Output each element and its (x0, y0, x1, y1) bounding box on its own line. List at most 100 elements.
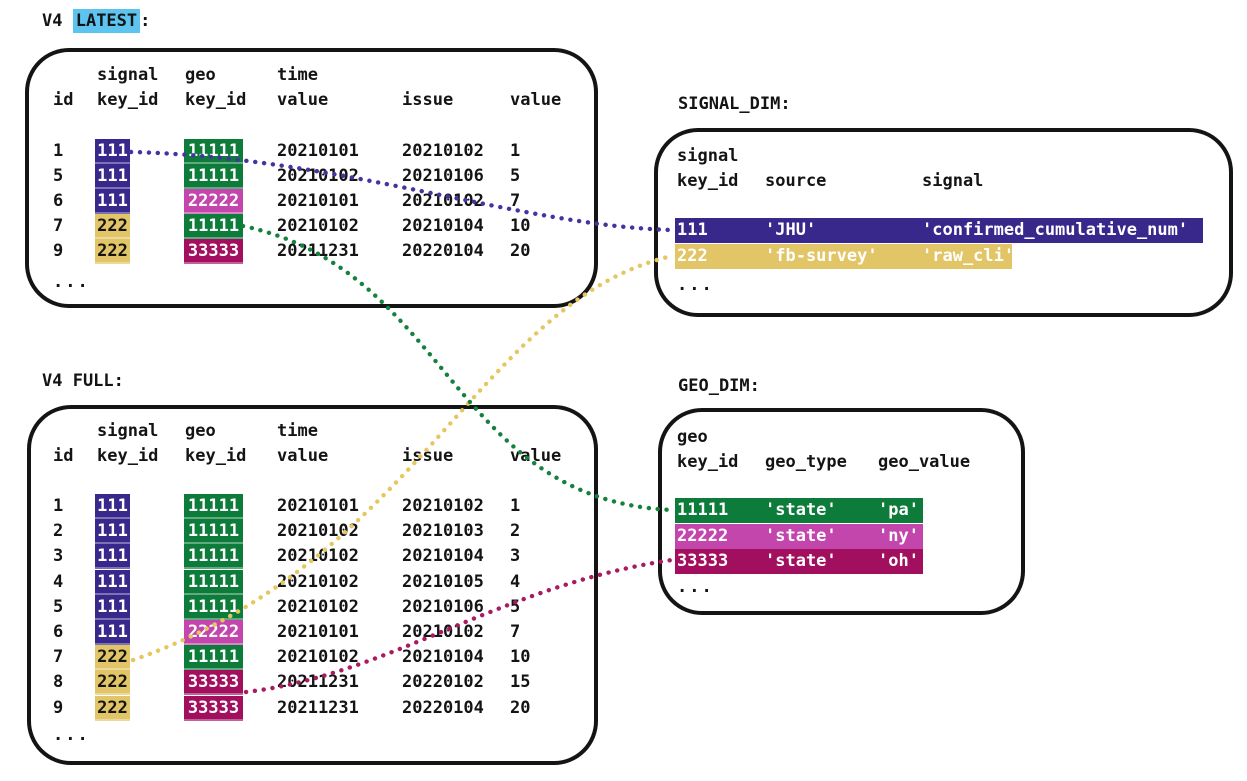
issue-cell: 20210104 (402, 216, 484, 236)
issue-cell: 20210102 (402, 141, 484, 161)
value-cell: 1 (510, 496, 521, 516)
value-cell: 7 (510, 622, 521, 642)
geo-dim-title: GEO_DIM: (678, 376, 760, 396)
geo-dim-row-11111: 11111 'state' 'pa' (675, 498, 923, 523)
issue-cell: 20210106 (402, 597, 484, 617)
geo-keyid-cell: 33333 (677, 551, 729, 571)
issue-cell: 20210102 (402, 496, 484, 516)
time-value-cell: 20210102 (277, 572, 359, 592)
signal-key-cell: 222 (95, 645, 130, 670)
issue-cell: 20220104 (402, 698, 484, 718)
issue-cell: 20210106 (402, 166, 484, 186)
geo-key-cell: 11111 (184, 544, 243, 569)
v4-latest-title: V4 LATEST: (42, 9, 150, 33)
table-row: 4 111 11111 20210102 20210105 4 (0, 570, 1247, 595)
signal-key-cell: 111 (95, 519, 130, 544)
issue-cell: 20210102 (402, 622, 484, 642)
signal-key-cell: 111 (95, 620, 130, 645)
v4-latest-header-issue: issue (402, 90, 454, 110)
signal-cell: 'raw_cli' (922, 246, 1015, 266)
id-cell: 5 (53, 597, 64, 617)
id-cell: 1 (53, 141, 64, 161)
id-cell: 6 (53, 191, 64, 211)
issue-cell: 20210102 (402, 191, 484, 211)
signal-key-cell: 111 (95, 139, 130, 164)
issue-cell: 20210104 (402, 647, 484, 667)
geo-key-cell: 11111 (184, 595, 243, 620)
issue-cell: 20210103 (402, 521, 484, 541)
geo-key-cell: 11111 (184, 645, 243, 670)
geo-key-cell: 33333 (184, 696, 243, 721)
signal-key-cell: 222 (95, 670, 130, 695)
value-cell: 7 (510, 191, 521, 211)
v4-latest-title-highlight: LATEST (72, 9, 141, 33)
v4-full-header-time: time (277, 421, 318, 441)
v4-latest-ellipsis: ... (53, 272, 90, 292)
signal-dim-row-111: 111 'JHU' 'confirmed_cumulative_num' (675, 218, 1203, 243)
v4-latest-header-value: value (510, 90, 562, 110)
issue-cell: 20220102 (402, 672, 484, 692)
id-cell: 9 (53, 241, 64, 261)
v4-full-header-issue: issue (402, 446, 454, 466)
signal-dim-header-signal: signal (677, 146, 739, 166)
signal-cell: 'confirmed_cumulative_num' (922, 220, 1189, 240)
signal-key-cell: 222 (95, 239, 130, 264)
v4-latest-header-geo: geo (185, 65, 216, 85)
time-value-cell: 20210101 (277, 141, 359, 161)
geo-value-cell: 'pa' (878, 500, 919, 520)
geo-key-cell: 11111 (184, 570, 243, 595)
geo-key-cell: 22222 (184, 620, 243, 645)
v4-full-header-signal: signal (97, 421, 159, 441)
geo-dim-header-geo: geo (677, 427, 708, 447)
signal-key-cell: 111 (95, 164, 130, 189)
signal-key-cell: 111 (95, 544, 130, 569)
id-cell: 7 (53, 216, 64, 236)
v4-latest-header-id: id (53, 90, 74, 110)
value-cell: 10 (510, 216, 531, 236)
geo-key-cell: 11111 (184, 494, 243, 519)
source-cell: 'JHU' (765, 220, 817, 240)
geo-type-cell: 'state' (765, 526, 837, 546)
geo-dim-row-33333: 33333 'state' 'oh' (675, 549, 923, 574)
table-row: 8 222 33333 20211231 20220102 15 (0, 670, 1247, 695)
id-cell: 3 (53, 546, 64, 566)
signal-keyid-cell: 111 (677, 220, 708, 240)
geo-value-cell: 'oh' (878, 551, 919, 571)
time-value-cell: 20210102 (277, 521, 359, 541)
v4-full-header-signal-keyid: key_id (97, 446, 159, 466)
signal-key-cell: 111 (95, 595, 130, 620)
geo-dim-header-keyid: key_id (677, 452, 739, 472)
geo-value-cell: 'ny' (878, 526, 919, 546)
v4-full-ellipsis: ... (53, 725, 90, 745)
signal-dim-header-signal2: signal (922, 171, 984, 191)
id-cell: 6 (53, 622, 64, 642)
id-cell: 5 (53, 166, 64, 186)
table-row: 7 222 11111 20210102 20210104 10 (0, 645, 1247, 670)
v4-full-header-time-value: value (277, 446, 329, 466)
id-cell: 4 (53, 572, 64, 592)
value-cell: 20 (510, 241, 531, 261)
time-value-cell: 20211231 (277, 672, 359, 692)
time-value-cell: 20211231 (277, 698, 359, 718)
geo-key-cell: 33333 (184, 239, 243, 264)
table-row: 1 111 11111 20210101 20210102 1 (0, 494, 1247, 519)
signal-key-cell: 111 (95, 570, 130, 595)
geo-dim-header-geovalue: geo_value (878, 452, 971, 472)
signal-dim-ellipsis: ... (677, 275, 714, 295)
signal-dim-row-222: 222 'fb-survey' 'raw_cli' (675, 244, 1015, 269)
geo-keyid-cell: 22222 (677, 526, 729, 546)
geo-key-cell: 11111 (184, 164, 243, 189)
geo-key-cell: 11111 (184, 214, 243, 239)
time-value-cell: 20210102 (277, 546, 359, 566)
value-cell: 15 (510, 672, 531, 692)
time-value-cell: 20211231 (277, 241, 359, 261)
v4-full-header-value: value (510, 446, 562, 466)
v4-latest-header-signal: signal (97, 65, 159, 85)
geo-key-cell: 11111 (184, 139, 243, 164)
v4-full-header-geo: geo (185, 421, 216, 441)
issue-cell: 20210104 (402, 546, 484, 566)
table-row: 3 111 11111 20210102 20210104 3 (0, 544, 1247, 569)
value-cell: 5 (510, 597, 521, 617)
value-cell: 20 (510, 698, 531, 718)
